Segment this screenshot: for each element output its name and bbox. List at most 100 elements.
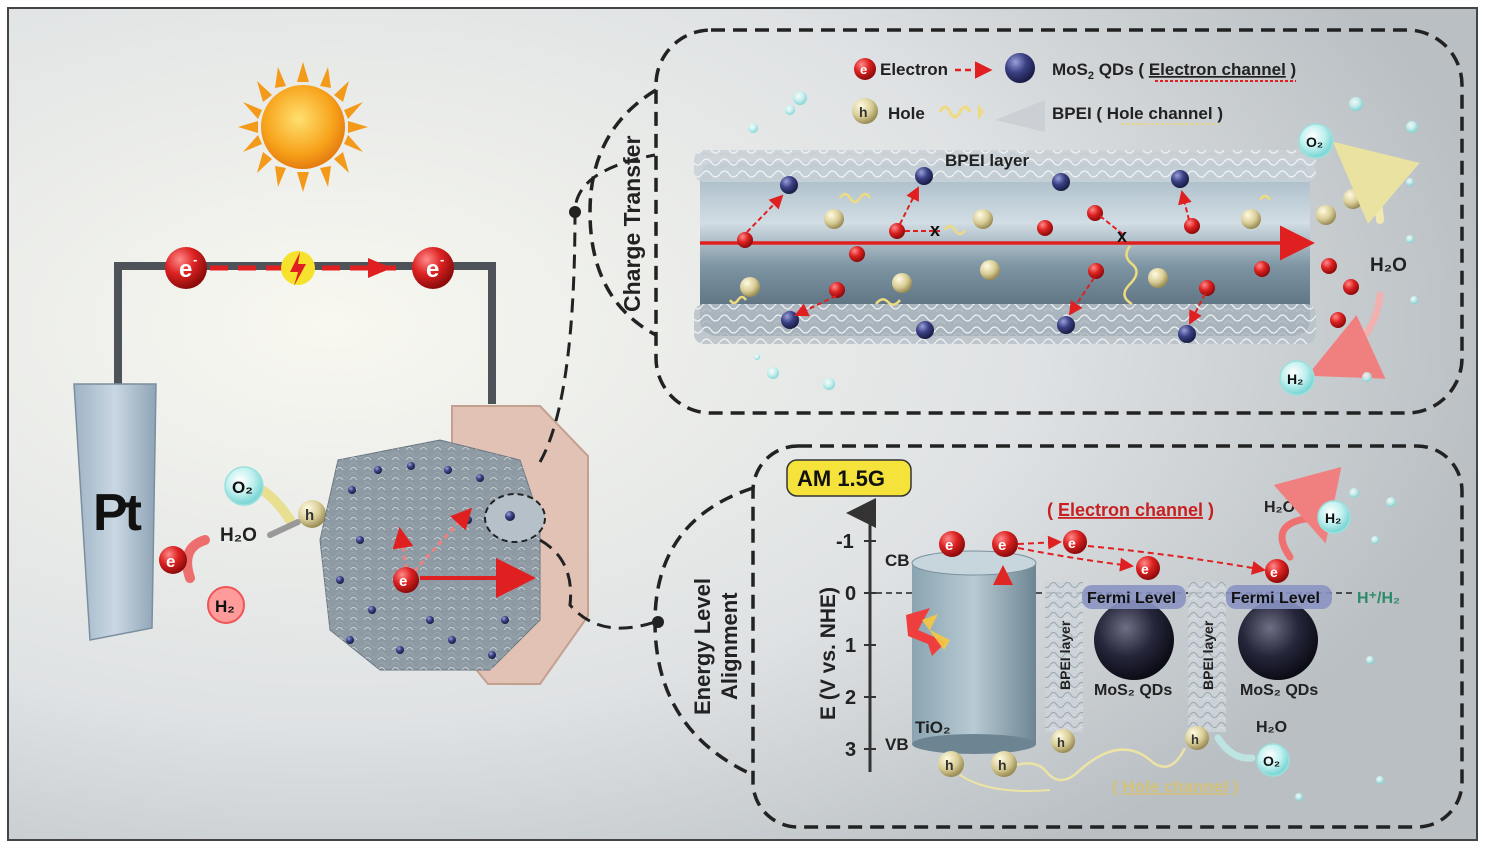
bpei-hole-1-label: h — [1057, 735, 1065, 750]
circuit-electron-right-label: e — [426, 256, 439, 283]
mos2-qds-label-1: MoS₂ QDs — [1094, 682, 1172, 699]
legend-electron-channel: Electron channel — [1149, 60, 1286, 79]
water-label-left: H₂O — [220, 525, 257, 546]
vb-hole-2: h — [991, 751, 1017, 777]
vb-hole-1-label: h — [945, 757, 954, 773]
fermi-level-label-1: Fermi Level — [1087, 590, 1176, 607]
pt-electron-label: e — [166, 552, 175, 571]
charge-transfer-side-label: Charge Transfer — [619, 136, 645, 312]
fermi-level-label-2: Fermi Level — [1231, 590, 1320, 607]
o2-bubble-top: O₂ — [1298, 123, 1334, 159]
pt-electrode — [73, 383, 157, 641]
legend-bpei-pre: BPEI ( — [1052, 104, 1107, 123]
bpei-layer-label-2: BPEI layer — [1200, 620, 1216, 690]
nanotube-cylinder: BPEI layer — [694, 150, 1363, 344]
legend-electron-label: Electron — [880, 60, 948, 79]
mos2-qd-sphere-1 — [1094, 600, 1174, 680]
hole-transfer-arrow — [267, 519, 301, 538]
connector-bottom — [539, 538, 656, 630]
energy-side-label-1: Energy Level — [690, 578, 715, 715]
vb-hole-1: h — [938, 751, 964, 777]
lightning-icon — [281, 251, 315, 286]
o2-evolution-arrow-right — [1214, 734, 1256, 762]
channel-electron: e — [1063, 530, 1087, 554]
o2-bubble-left: O₂ — [224, 466, 264, 506]
legend-bpei-post: ) — [1213, 104, 1223, 123]
tick-label-1: 1 — [845, 635, 856, 657]
fermi-electron-2: e — [1265, 559, 1289, 583]
energy-panel — [751, 444, 1464, 829]
bpei-hole-2-label: h — [1191, 732, 1199, 747]
h2-bubble-top: H₂ — [1279, 360, 1315, 396]
qd-group — [780, 167, 1196, 343]
electron-channel-text: Electron channel — [1058, 500, 1203, 520]
legend-hole-symbol: h — [859, 104, 868, 120]
energy-side-bracket — [653, 486, 754, 777]
legend-hole-arrowhead — [978, 104, 984, 120]
ec-arrow-2 — [1017, 547, 1134, 572]
circuit-electron-right: e - — [412, 247, 454, 289]
electron-group — [737, 205, 1359, 328]
left-hole: h — [298, 500, 326, 528]
legend-mos2-post: QDs ( — [1094, 60, 1149, 79]
hole-group — [740, 189, 1363, 297]
ec-arrow-3 — [1087, 545, 1266, 575]
blocked-x-2: x — [1117, 226, 1127, 246]
legend-bpei-icon — [995, 100, 1045, 132]
legend-hole-channel: Hole channel — [1107, 104, 1213, 123]
water-label-bottom-right: H₂O — [1256, 719, 1287, 736]
circuit-electron-left: e - — [165, 247, 207, 289]
bpei-layer-mesh-2 — [1188, 582, 1226, 732]
am-badge: AM 1.5G — [786, 459, 912, 497]
h2-generation-arrow — [1307, 291, 1386, 379]
h-plus-h2-label: H⁺/H₂ — [1357, 590, 1400, 607]
h2-label-top: H₂ — [1287, 371, 1303, 387]
water-label-top-right: H₂O — [1264, 499, 1295, 516]
pt-label: Pt — [93, 484, 142, 542]
am-badge-label: AM 1.5G — [797, 466, 885, 491]
legend-mos2-label: MoS2 QDs ( Electron channel ) — [1052, 60, 1296, 82]
lightning-icon-tio2 — [906, 608, 950, 656]
cb-electron-1: e — [939, 531, 965, 557]
vb-hole-2-label: h — [998, 757, 1007, 773]
tick-label-minus1: -1 — [836, 531, 854, 553]
energy-axis-label: E (V vs. NHE) — [817, 587, 840, 720]
mos2-qd-sphere-2 — [1238, 600, 1318, 680]
mos2-qds-label-2: MoS₂ QDs — [1240, 682, 1318, 699]
vb-label: VB — [885, 735, 909, 754]
h2-bubble-right: H₂ — [1317, 500, 1351, 534]
pt-electron: e — [159, 546, 187, 574]
ec-arrow-1 — [1017, 535, 1062, 550]
channel-electron-label: e — [1068, 535, 1076, 551]
tio2-label: TiO₂ — [915, 718, 951, 737]
o2-generation-arrow — [1332, 141, 1420, 224]
legend-mos2-sub: 2 — [1088, 70, 1094, 82]
blocked-x-1: x — [930, 220, 940, 240]
tick-label-2: 2 — [845, 687, 856, 709]
fermi-level-badge-2: Fermi Level — [1226, 585, 1332, 609]
circuit-arrowhead — [368, 258, 392, 278]
legend-mos2-pre: MoS — [1052, 60, 1088, 79]
bpei-hole-2: h — [1185, 726, 1209, 750]
legend-hole-label: Hole — [888, 104, 925, 123]
hole-channel-text: Hole channel — [1122, 777, 1228, 796]
energy-side-label-2: Alignment — [717, 592, 742, 700]
connector-top-node — [569, 206, 581, 218]
water-label-top: H₂O — [1370, 255, 1407, 276]
superscript-minus: - — [193, 252, 197, 267]
fermi-electron-1-label: e — [1141, 561, 1149, 577]
sun-icon — [238, 62, 368, 192]
hole-channel-path-2 — [959, 774, 1051, 792]
fermi-level-badge-1: Fermi Level — [1082, 585, 1186, 609]
cb-electron-1-label: e — [945, 537, 953, 554]
bpei-hole-1: h — [1051, 729, 1075, 753]
h2-label-right: H₂ — [1325, 510, 1341, 526]
cb-electron-2: e — [992, 531, 1018, 557]
charge-transfer-side-bracket — [588, 88, 657, 337]
h2-bubble-left: H₂ — [207, 586, 245, 624]
legend: e Electron MoS2 QDs ( Electron channel )… — [852, 53, 1296, 132]
o2-label-right: O₂ — [1263, 753, 1280, 769]
hole-channel-label: ( Hole channel ) — [1112, 777, 1239, 796]
